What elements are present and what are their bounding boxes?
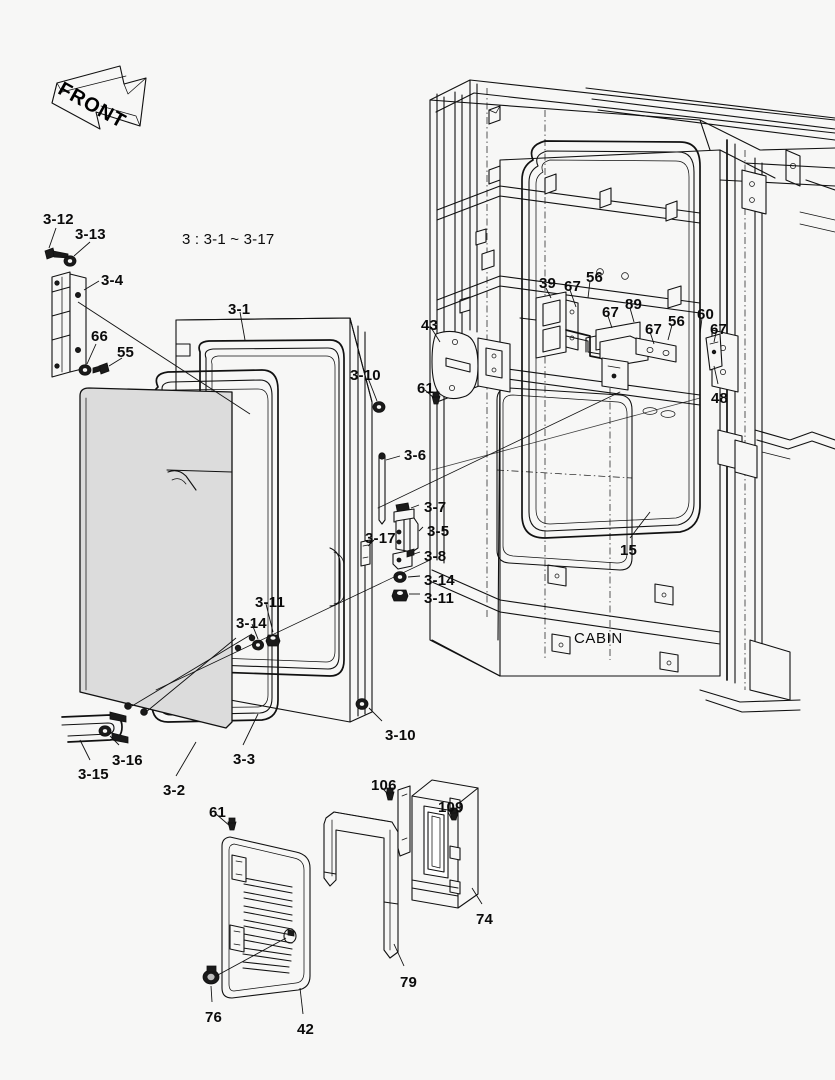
part-109-screw <box>449 807 459 821</box>
front-direction-arrow <box>51 65 147 130</box>
callout-67b: 67 <box>602 304 620 321</box>
callout-39: 39 <box>539 275 557 292</box>
callout-3-2: 3-2 <box>163 782 186 799</box>
part-15-weatherstrip <box>521 140 701 539</box>
part-3-11-nut-a <box>391 589 409 602</box>
part-89-latch-linkage <box>585 321 677 391</box>
callout-3-16: 3-16 <box>112 752 143 769</box>
callout-3-11a: 3-11 <box>424 590 454 607</box>
part-74-duct-frame <box>411 779 479 909</box>
callout-3-8: 3-8 <box>424 548 447 565</box>
callout-61a: 61 <box>417 380 435 397</box>
callout-67c: 67 <box>645 321 663 338</box>
callout-67d: 67 <box>710 321 728 338</box>
part-61-screw-panel <box>227 817 237 831</box>
part-3-11-nut-b <box>265 634 281 647</box>
callout-61b: 61 <box>209 804 227 821</box>
callout-3-3: 3-3 <box>233 751 256 768</box>
callout-3-13: 3-13 <box>75 226 106 243</box>
callout-74: 74 <box>476 911 494 928</box>
callout-3-6: 3-6 <box>404 447 427 464</box>
part-76-knob <box>202 965 220 985</box>
part-55-bolt <box>92 362 110 375</box>
callout-3-1: 3-1 <box>228 301 251 318</box>
part-42-louver-panel <box>221 836 311 999</box>
part-3-10-grommet-lower <box>355 698 369 710</box>
cabin-body-structure <box>429 79 835 713</box>
part-3-15-u-handle <box>61 711 129 744</box>
callout-3-7: 3-7 <box>424 499 447 516</box>
part-48-stopper <box>705 333 723 371</box>
callout-89: 89 <box>625 296 643 313</box>
callout-42: 42 <box>297 1021 315 1038</box>
callout-109: 109 <box>438 799 464 816</box>
part-3-10-grommet-upper <box>372 401 386 413</box>
leader-lines <box>48 227 719 1015</box>
callout-3-12: 3-12 <box>43 211 74 228</box>
callout-48: 48 <box>711 390 729 407</box>
part-39-bracket <box>519 291 601 359</box>
legend-text: 3 : 3-1 ~ 3-17 <box>182 231 275 248</box>
part-3-5-latch-body <box>395 517 419 553</box>
part-3-4-hinge <box>51 271 87 378</box>
callout-3-4: 3-4 <box>101 272 124 289</box>
callout-3-10b: 3-10 <box>385 727 416 744</box>
part-79-handle-rod <box>323 811 399 959</box>
part-3-16-nut <box>98 725 112 737</box>
callout-3-14b: 3-14 <box>236 615 267 632</box>
part-3-6-pin <box>378 452 386 525</box>
callout-106: 106 <box>371 777 397 794</box>
part-3-8-striker <box>392 548 415 570</box>
callout-3-10a: 3-10 <box>350 367 381 384</box>
part-3-2-glass <box>79 387 256 729</box>
callout-67a: 67 <box>564 278 582 295</box>
callout-56b: 56 <box>668 313 686 330</box>
callout-76: 76 <box>205 1009 223 1026</box>
callout-3-17: 3-17 <box>365 530 396 547</box>
part-3-14-washer-a <box>393 571 407 583</box>
glass-inner-detail <box>167 470 197 491</box>
part-66-washer <box>78 364 92 376</box>
callout-60: 60 <box>697 306 715 323</box>
construction-lines <box>155 391 701 691</box>
callout-79: 79 <box>400 974 418 991</box>
callout-3-15: 3-15 <box>78 766 109 783</box>
callout-43: 43 <box>421 317 439 334</box>
part-3-13-washer <box>63 255 77 267</box>
callout-55: 55 <box>117 344 135 361</box>
callout-15: 15 <box>620 542 638 559</box>
part-43-cover-plate <box>431 330 511 400</box>
cabin-label: CABIN <box>574 630 623 647</box>
callout-3-11b: 3-11 <box>255 594 285 611</box>
part-3-12-bolt <box>44 247 69 260</box>
callout-3-5: 3-5 <box>427 523 450 540</box>
callout-66: 66 <box>91 328 109 345</box>
callout-56a: 56 <box>586 269 604 286</box>
callout-3-14a: 3-14 <box>424 572 455 589</box>
part-3-17-small-bracket <box>360 539 371 567</box>
part-3-14-washer-b <box>251 639 264 651</box>
